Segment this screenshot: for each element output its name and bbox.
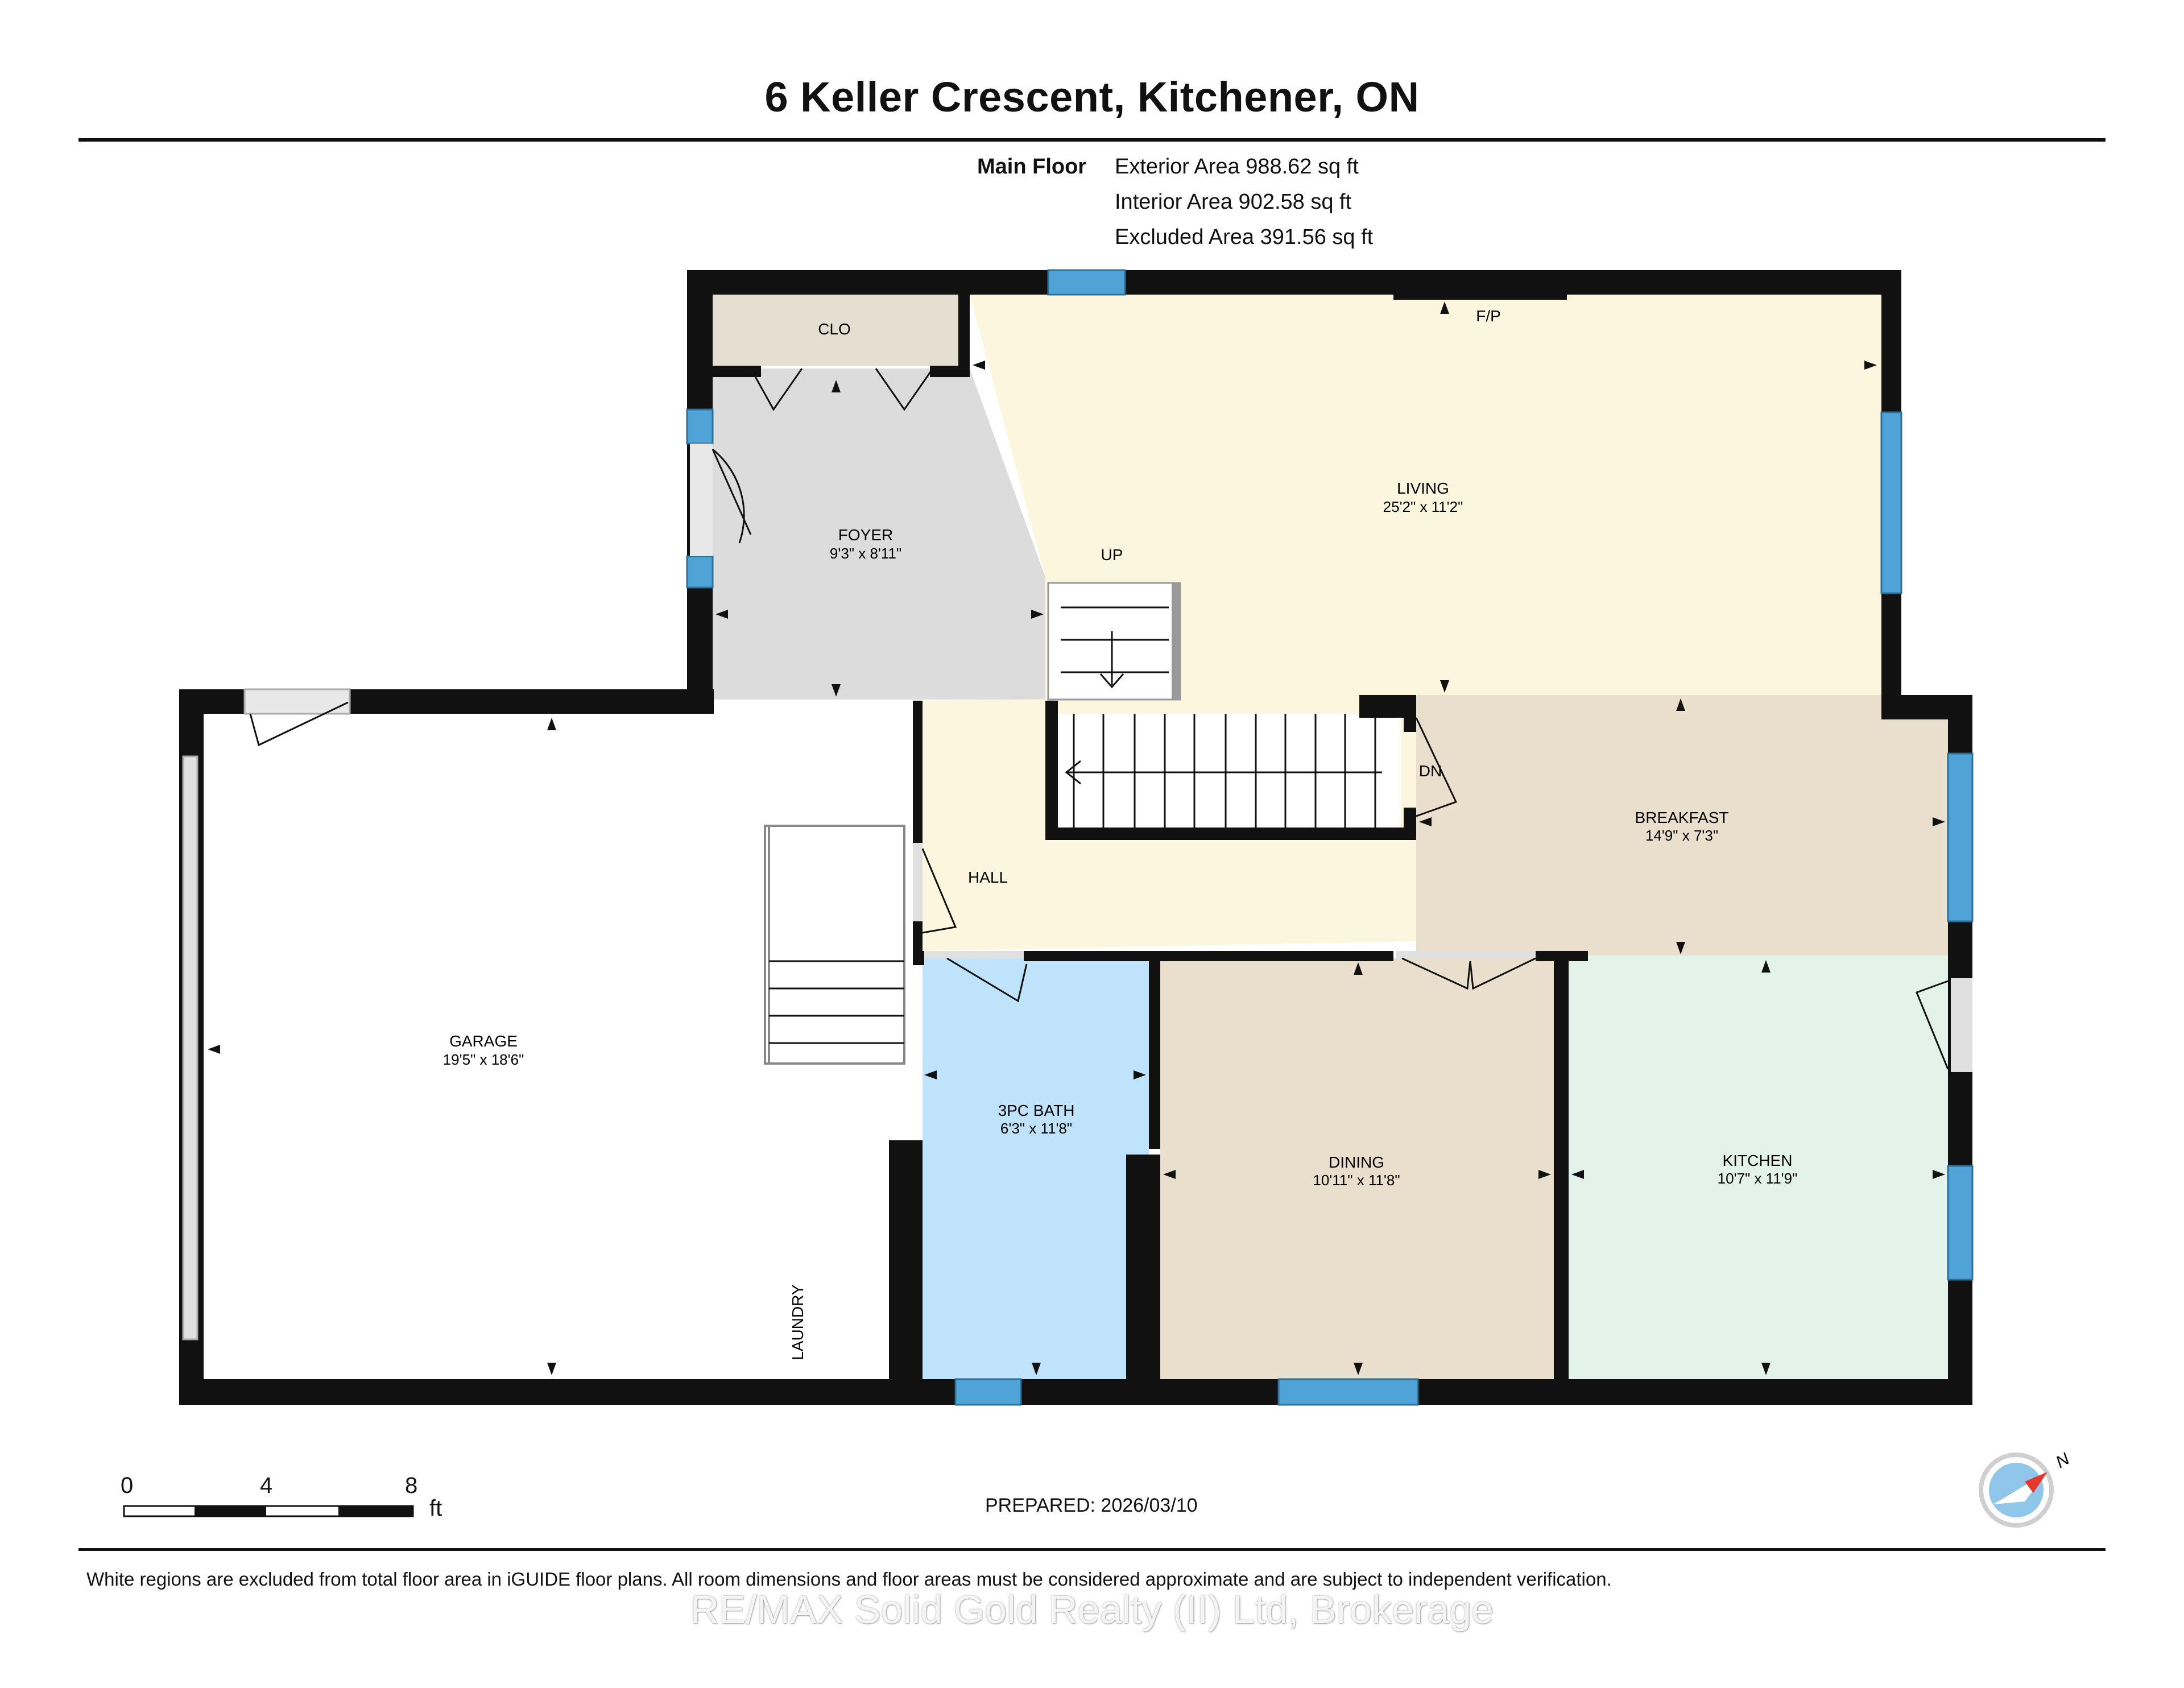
hall-label: HALL <box>968 868 1008 886</box>
breakfast-label: BREAKFAST <box>1635 809 1729 826</box>
north-label: N <box>2053 1449 2073 1472</box>
scale-tick-8: 8 <box>405 1473 418 1498</box>
scale-tick-4: 4 <box>260 1473 273 1498</box>
doors <box>182 368 1972 1341</box>
stairs-up <box>1047 582 1181 701</box>
exterior-area: Exterior Area 988.62 sq ft <box>1115 155 1359 179</box>
foyer-label: FOYER <box>838 526 893 544</box>
dining-label: DINING <box>1329 1153 1384 1171</box>
bath-label: 3PC BATH <box>998 1102 1075 1119</box>
garage-dims: 19'5" x 18'6" <box>443 1051 524 1068</box>
floor-label: Main Floor <box>977 155 1087 179</box>
closet-fill <box>713 295 958 366</box>
excluded-area: Excluded Area 391.56 sq ft <box>1115 225 1374 249</box>
title: 6 Keller Crescent, Kitchener, ON <box>764 73 1420 121</box>
scale-tick-0: 0 <box>121 1473 134 1498</box>
stairs-down <box>1051 714 1401 834</box>
dining-fill <box>1160 958 1554 1379</box>
kitchen-label: KITCHEN <box>1723 1152 1793 1169</box>
footer-rule <box>78 1548 2106 1551</box>
kitchen-fill <box>1569 955 1948 1379</box>
north-compass-icon: N <box>1979 1449 2073 1528</box>
living-dims: 25'2" x 11'2" <box>1383 498 1463 515</box>
dimension-arrows <box>208 301 1945 1375</box>
closet-label: CLO <box>818 320 851 338</box>
foyer-dims: 9'3" x 8'11" <box>830 545 901 562</box>
bath-dims: 6'3" x 11'8" <box>1000 1120 1072 1137</box>
fireplace-label: F/P <box>1476 307 1501 325</box>
prepared-date: PREPARED: 2026/03/10 <box>985 1495 1198 1516</box>
living-label: LIVING <box>1397 479 1449 497</box>
garage-steps <box>764 825 905 1065</box>
scale-bar <box>123 1505 414 1517</box>
garage-label: GARAGE <box>449 1032 518 1050</box>
brokerage-watermark: RE/MAX Solid Gold Realty (II) Ltd, Broke… <box>690 1587 1494 1632</box>
dining-dims: 10'11" x 11'8" <box>1313 1172 1400 1189</box>
laundry-label: LAUNDRY <box>789 1284 806 1360</box>
kitchen-dims: 10'7" x 11'9" <box>1718 1170 1798 1187</box>
living-fill <box>970 295 1881 698</box>
bath-fill <box>923 958 1149 1379</box>
interior-area: Interior Area 902.58 sq ft <box>1115 190 1352 214</box>
scale-unit: ft <box>429 1496 442 1521</box>
stairs-up-label: UP <box>1101 546 1123 564</box>
foyer-fill <box>713 369 1045 700</box>
title-rule <box>78 138 2106 142</box>
disclaimer: White regions are excluded from total fl… <box>86 1569 1612 1590</box>
windows <box>686 269 1974 1406</box>
breakfast-dims: 14'9" x 7'3" <box>1645 827 1718 844</box>
stairs-down-label: DN <box>1419 762 1442 780</box>
breakfast-fill <box>1416 695 1948 955</box>
